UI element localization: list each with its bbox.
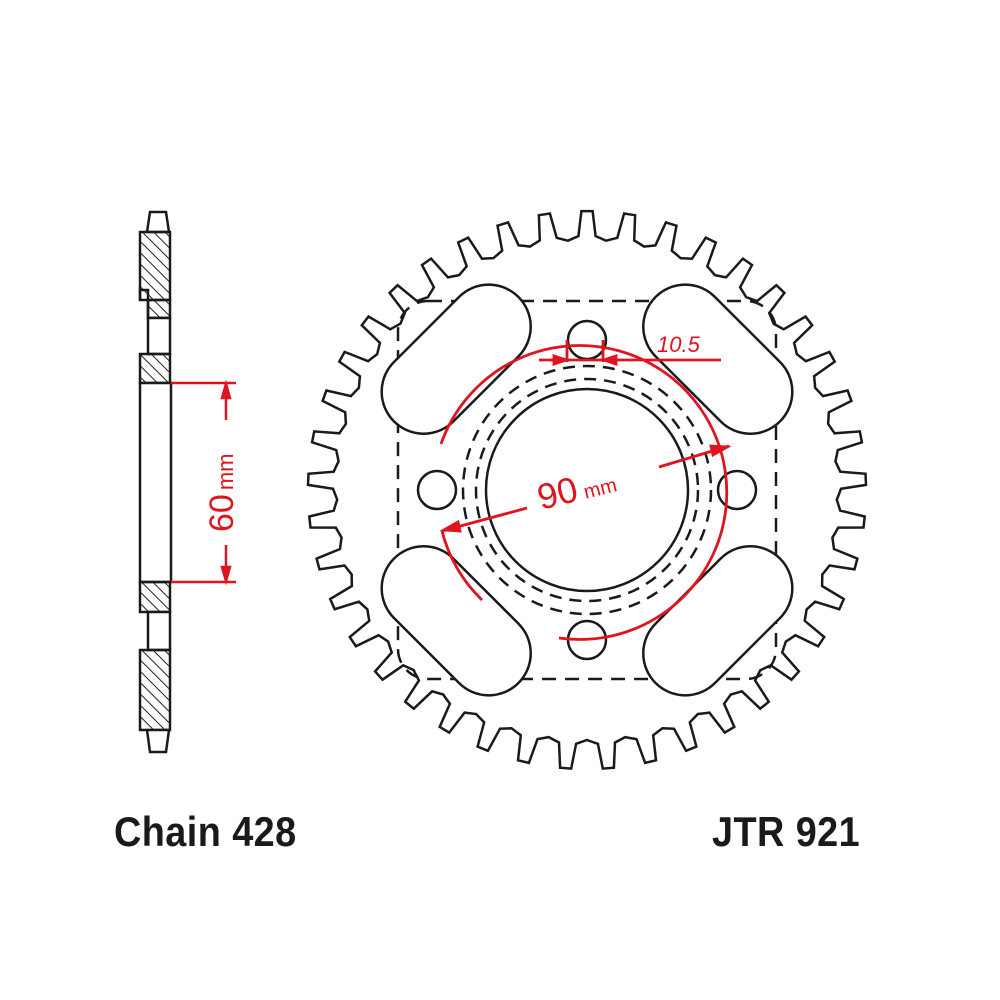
dashed-circle-inner bbox=[474, 377, 700, 603]
pcd-dimension-label: 90mm bbox=[533, 459, 620, 518]
center-bore bbox=[484, 387, 690, 593]
side-view bbox=[138, 210, 173, 754]
pcd-dimension bbox=[439, 340, 732, 641]
pcd-arc bbox=[439, 344, 729, 641]
sprocket-front-view bbox=[306, 209, 868, 770]
bore-dimension-label: 60mm bbox=[203, 454, 241, 532]
dashed-circle-outer bbox=[461, 364, 713, 616]
chain-label: Chain 428 bbox=[114, 808, 297, 855]
bolt-hole bbox=[416, 469, 458, 511]
bore-dimension-lines bbox=[171, 379, 236, 586]
lightening-slot bbox=[380, 545, 532, 697]
bolt-hole bbox=[716, 469, 758, 511]
sprocket-teeth bbox=[306, 209, 868, 770]
dashed-hub-outline bbox=[396, 299, 778, 681]
lightening-slot bbox=[380, 283, 532, 435]
pcd-arc-lower bbox=[440, 530, 483, 602]
bolt-hole-dimension-label: 10.5 bbox=[657, 332, 701, 357]
part-number-label: JTR 921 bbox=[712, 808, 861, 855]
bolt-hole bbox=[566, 319, 608, 361]
